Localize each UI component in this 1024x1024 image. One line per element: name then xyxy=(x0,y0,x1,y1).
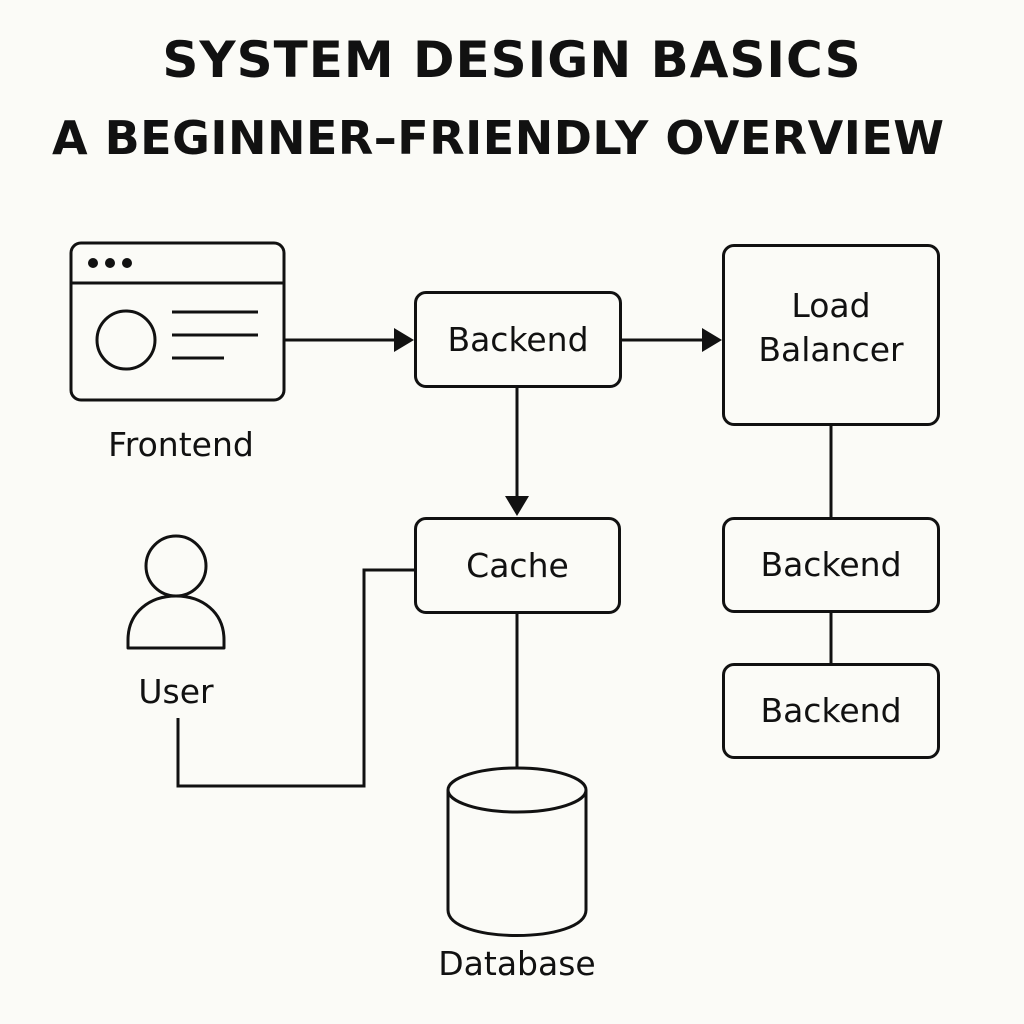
arrowhead-backend-lb xyxy=(702,328,722,352)
cache-label: Cache xyxy=(466,545,569,585)
backend-pool-1-label: Backend xyxy=(760,545,902,584)
user-icon xyxy=(126,534,226,650)
backend-pool-node-1[interactable]: Backend xyxy=(722,517,940,613)
page-title: SYSTEM DESIGN BASICS xyxy=(162,31,862,89)
load-balancer-node[interactable]: Load Balancer xyxy=(722,244,940,426)
load-balancer-label: Load Balancer xyxy=(758,286,904,369)
arrowhead-backend-cache xyxy=(505,496,529,516)
backend-main-node[interactable]: Backend xyxy=(414,291,622,388)
user-label: User xyxy=(138,672,214,711)
arrowhead-frontend-backend xyxy=(394,328,414,352)
frontend-label: Frontend xyxy=(108,425,254,464)
cache-node[interactable]: Cache xyxy=(414,517,621,614)
backend-main-label: Backend xyxy=(447,319,589,359)
database-cylinder-icon xyxy=(446,766,588,937)
page-subtitle: A BEGINNER–FRIENDLY OVERVIEW xyxy=(52,111,945,165)
browser-window-icon xyxy=(69,241,286,402)
line-user-to-cache xyxy=(176,568,414,788)
database-label: Database xyxy=(438,944,596,983)
backend-pool-node-2[interactable]: Backend xyxy=(722,663,940,759)
backend-pool-2-label: Backend xyxy=(760,691,902,730)
